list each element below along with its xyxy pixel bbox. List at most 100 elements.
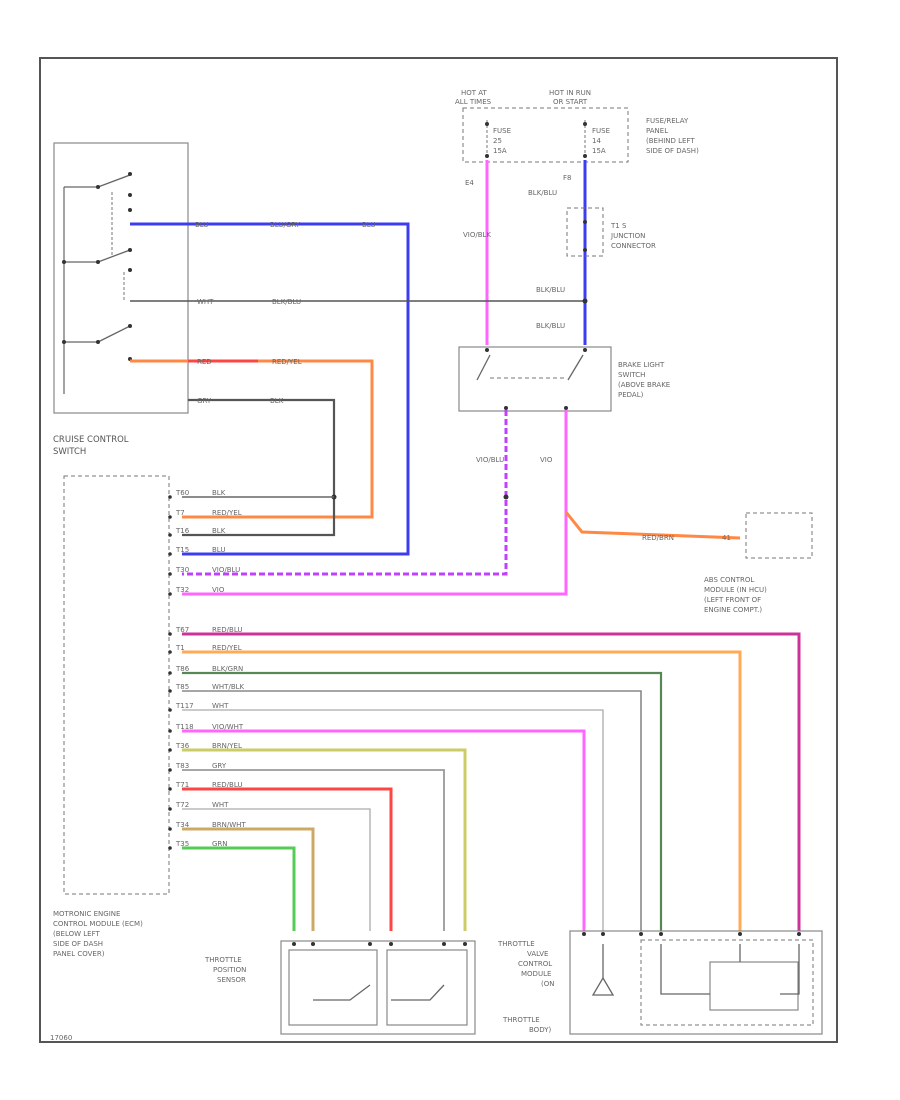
fuse-panel-label-2: PANEL [646,127,668,135]
tv-inner-box [640,939,814,1026]
junction-label-1: T1 S [610,222,627,230]
wire-label-vio: VIO [540,456,553,464]
ecm-pin-number: T1 [175,644,185,652]
ecm-pin-number: T71 [175,781,189,789]
ecm-pin-dot [168,533,172,537]
ecm-pin-number: T85 [175,683,189,691]
ecm-t118-wire [182,729,586,931]
throttle-position-sensor [280,940,476,1035]
fuse2-amp: 15A [592,147,606,155]
ecm-pin-wire-color: BRN/YEL [212,742,242,750]
ecm-pin-wire-color: RED/BLU [212,781,243,789]
junction-label-3: CONNECTOR [611,242,656,250]
wire-label-sw-blu2: BLU [362,221,375,229]
cruise-label-1: CRUISE CONTROL [53,435,129,445]
fuse1-num: 25 [493,137,502,145]
hot-run-label: HOT IN RUN [549,89,591,97]
diagram-frame [39,57,838,1043]
brake-switch-box [458,346,612,412]
ecm-pin-dot [168,650,172,654]
hot-at-label: HOT AT [461,89,488,97]
wire-label-sw-blk-blu: BLK/BLU [272,298,301,306]
cruise-switch-box [53,142,189,414]
tps-left-box [288,949,378,1026]
tps-label-2: POSITION [213,966,246,974]
fuse1-name: FUSE [493,127,511,135]
junction-box [566,207,604,257]
ecm-pin-number: T7 [175,509,185,517]
tv-label-6: THROTTLE [502,1016,540,1024]
ecm-pin-wire-color: RED/YEL [212,509,242,517]
cruise-control-switch [53,142,189,414]
ecm-t35-wire [182,846,296,931]
tps-outer-box [280,940,476,1035]
ecm-pin-dot [168,846,172,850]
tv-label-2: VALVE [527,950,548,958]
ecm-t71-wire [182,787,393,931]
tps-label-1: THROTTLE [204,956,242,964]
ecm-pin-wire-color: BLK [212,489,226,497]
abs-red-brn-wire [564,511,741,540]
ecm-pin-wire-color: BLK [212,527,226,535]
abs-module-box [745,512,813,559]
abs-label-2: MODULE (IN HCU) [704,586,767,594]
ecm-pin-number: T16 [175,527,190,535]
ecm-pin-dot [168,787,172,791]
ecm-pin-wire-color: WHT [212,702,229,710]
wire-label-abs-pin: 41 [722,534,731,542]
ecm-pin-dot [168,748,172,752]
wire-label-abs: RED/BRN [642,534,674,542]
ecm-label-4: SIDE OF DASH [53,940,103,948]
ecm-pin-number: T60 [175,489,189,497]
ecm-pin-row: T60 BLK [168,489,226,499]
cruise-blu-wire [130,222,410,556]
abs-label-4: ENGINE COMPT.) [704,606,762,614]
wire-label-sw-gry2: BLK [270,397,284,405]
ecm-pin-dot [168,592,172,596]
fuse-panel-label-4: SIDE OF DASH) [646,147,699,155]
ecm-pin-dot [168,515,172,519]
junction-connector: T1 S JUNCTION CONNECTOR [566,207,656,257]
ecm-t36-wire [182,748,467,931]
brake-light-switch: BRAKE LIGHT SWITCH (ABOVE BRAKE PEDAL) [458,346,670,412]
ecm-t72-wire [182,808,371,931]
ecm-pin-dot [168,708,172,712]
fuse1-amp: 15A [493,147,507,155]
wire-label-vio-blu: VIO/BLU [476,456,504,464]
ecm-pin-wire-color: VIO [212,586,225,594]
ecm-pin-number: T83 [175,762,189,770]
ecm-t34-wire [182,827,315,931]
ecm-box [63,475,170,895]
fuse2-name: FUSE [592,127,610,135]
ecm-pin-dot [168,807,172,811]
tps-label-3: SENSOR [217,976,246,984]
tv-motor-box [709,961,799,1011]
abs-label-3: (LEFT FRONT OF [704,596,761,604]
fuse2-num: 14 [592,137,601,145]
brake-label-2: SWITCH [618,371,645,379]
ecm-pin-wire-color: BRN/WHT [212,821,246,829]
fuse-relay-panel: HOT AT ALL TIMES HOT IN RUN OR START FUS… [455,89,699,163]
ecm-pin-wire-color: GRY [212,762,227,770]
ecm-t117-wire [182,709,604,931]
ecm-pin-dot [168,689,172,693]
ecm-label-2: CONTROL MODULE (ECM) [53,920,143,928]
ecm-t86-wire [182,671,663,931]
wire-label-sw-red-yel: RED/YEL [272,358,302,366]
hot-run-2-label: OR START [553,98,588,106]
cruise-red-yel-wire [130,359,374,519]
wire-label-blk-blu-3: BLK/BLU [536,322,565,330]
fuse-panel-label-1: FUSE/RELAY [646,117,689,125]
ecm-t1-wire [182,650,742,931]
